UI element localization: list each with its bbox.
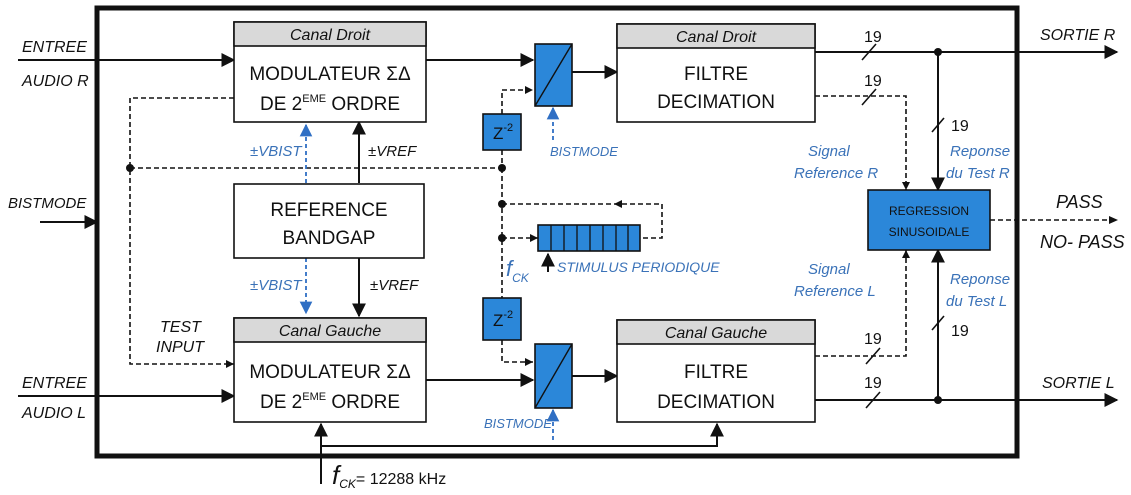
reference-line1: REFERENCE (270, 200, 387, 221)
stimulus-register (537, 224, 641, 252)
wire-fck-filter (321, 422, 724, 447)
junction-r (934, 48, 942, 56)
junction-l (934, 396, 942, 404)
audio-r-label-2: AUDIO R (21, 73, 89, 90)
filter-l-line2: DECIMATION (657, 392, 775, 413)
svg-text:Z-2: Z-2 (493, 309, 513, 330)
filter-r-line1: FILTRE (684, 64, 748, 85)
modulator-l-header: Canal Gauche (279, 323, 381, 340)
signal-ref-r-1: Signal (808, 143, 850, 160)
reponse-r-2: du Test R (946, 165, 1010, 182)
wire-signal-ref-l (815, 250, 907, 357)
delay-z-r: Z-2 (482, 113, 522, 151)
reponse-l-1: Reponse (950, 271, 1010, 288)
wire-z-r-mux (501, 89, 533, 114)
bistmode-input-label: BISTMODE (8, 195, 87, 212)
vbist-label-r: ±VBIST (250, 143, 303, 160)
bus-width-l-out: 19 (864, 375, 882, 392)
wire-signal-ref-r (815, 95, 907, 190)
filter-l-line1: FILTRE (684, 362, 748, 383)
filter-l-block: Canal Gauche FILTRE DECIMATION (616, 319, 816, 423)
reponse-l-2: du Test L (946, 293, 1007, 310)
modulator-l-block: Canal Gauche MODULATEUR ΣΔ DE 2EME ORDRE (233, 317, 427, 423)
bus-width-r-ref: 19 (864, 73, 882, 90)
bus-width-r-out: 19 (864, 29, 882, 46)
test-input-label-2: INPUT (156, 339, 205, 356)
vbist-label-l: ±VBIST (250, 277, 303, 294)
regression-line2: SINUSOIDALE (889, 225, 970, 239)
modulator-l-line1: MODULATEUR ΣΔ (249, 362, 411, 383)
wire-z-l-mux (501, 340, 533, 363)
signal-ref-l-2: Reference L (794, 283, 876, 300)
reponse-r-1: Reponse (950, 143, 1010, 160)
delay-z-l: Z-2 (482, 297, 522, 341)
test-input-label-1: TEST (160, 319, 202, 336)
bus-width-r-tap: 19 (951, 118, 969, 135)
bistmode-label-l: BISTMODE (484, 416, 552, 431)
wire-test-input (129, 97, 234, 365)
modulator-r-line2: DE 2EME ORDRE (260, 93, 400, 115)
chip-border (94, 5, 1020, 459)
filter-r-block: Canal Droit FILTRE DECIMATION (616, 23, 816, 123)
audio-l-label-1: ENTREE (22, 375, 87, 392)
wire-stim-feedback (502, 203, 663, 239)
pass-label: PASS (1056, 192, 1103, 212)
bus-width-l-ref: 19 (864, 331, 882, 348)
fck-stim-label: fCK (506, 256, 530, 285)
modulator-r-line1: MODULATEUR ΣΔ (249, 64, 411, 85)
audio-l-label-2: AUDIO L (21, 405, 86, 422)
sortie-l-label: SORTIE L (1042, 375, 1115, 392)
filter-l-header: Canal Gauche (665, 325, 767, 342)
vref-label-l: ±VREF (370, 277, 419, 294)
modulator-r-block: Canal Droit MODULATEUR ΣΔ DE 2EME ORDRE (233, 21, 427, 123)
signal-ref-l-1: Signal (808, 261, 850, 278)
bus-slash-markers (861, 43, 945, 409)
audio-r-label-1: ENTREE (22, 39, 87, 56)
svg-text:Z-2: Z-2 (493, 122, 513, 143)
mux-r (534, 43, 573, 107)
filter-r-header: Canal Droit (676, 29, 757, 46)
vref-label-r: ±VREF (368, 143, 417, 160)
reference-bandgap-block: REFERENCE BANDGAP (233, 183, 425, 259)
filter-r-line2: DECIMATION (657, 92, 775, 113)
mux-l (534, 343, 573, 409)
fck-main-label: fCK= 12288 kHz (332, 460, 446, 490)
signal-ref-r-2: Reference R (794, 165, 878, 182)
reference-line2: BANDGAP (283, 228, 376, 249)
regression-block: REGRESSION SINUSOIDALE (867, 189, 991, 251)
regression-line1: REGRESSION (889, 204, 969, 218)
nopass-label: NO- PASS (1040, 232, 1125, 252)
stimulus-label: STIMULUS PERIODIQUE (557, 259, 720, 275)
bus-width-l-tap: 19 (951, 323, 969, 340)
bistmode-label-r: BISTMODE (550, 144, 618, 159)
modulator-l-line2: DE 2EME ORDRE (260, 391, 400, 413)
modulator-r-header: Canal Droit (290, 27, 371, 44)
sortie-r-label: SORTIE R (1040, 27, 1116, 44)
